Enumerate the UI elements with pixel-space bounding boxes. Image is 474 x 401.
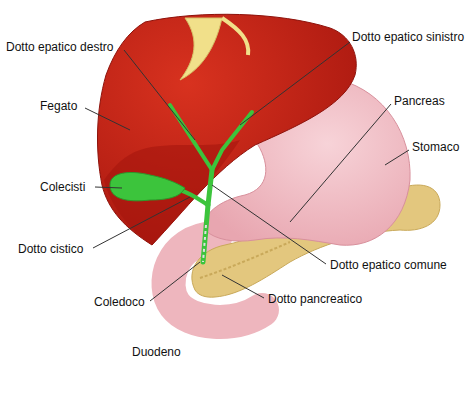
ligament-band [222,18,248,55]
leader-line [93,197,190,248]
leader-line [290,104,391,222]
part-label: Pancreas [394,94,445,108]
right-hepatic-duct [170,105,212,170]
leader-line [212,185,326,264]
pancreatic-duct [200,242,290,278]
leader-line [385,150,409,165]
common-bile-duct [203,205,208,262]
duct-behind-pancreas [203,225,206,262]
cystic-duct [180,190,208,205]
part-label: Fegato [40,99,77,113]
part-label: Stomaco [412,140,459,154]
liver-shape [97,14,356,245]
leader-line [95,187,122,188]
part-label: Dotto epatico sinistro [352,30,464,44]
common-hepatic-duct [208,170,212,205]
leader-line [222,275,264,298]
part-label: Duodeno [132,345,181,359]
leader-line [150,262,200,301]
gallbladder-shape [110,172,185,200]
part-label: Dotto cistico [18,242,83,256]
part-label: Coledoco [94,295,145,309]
leader-line [240,42,350,125]
part-label: Dotto pancreatico [268,292,362,306]
leader-line [85,108,130,130]
falciform-ligament [180,18,222,80]
part-label: Dotto epatico destro [6,40,113,54]
part-label: Colecisti [40,180,85,194]
part-label: Dotto epatico comune [330,258,447,272]
leader-line [124,50,195,140]
